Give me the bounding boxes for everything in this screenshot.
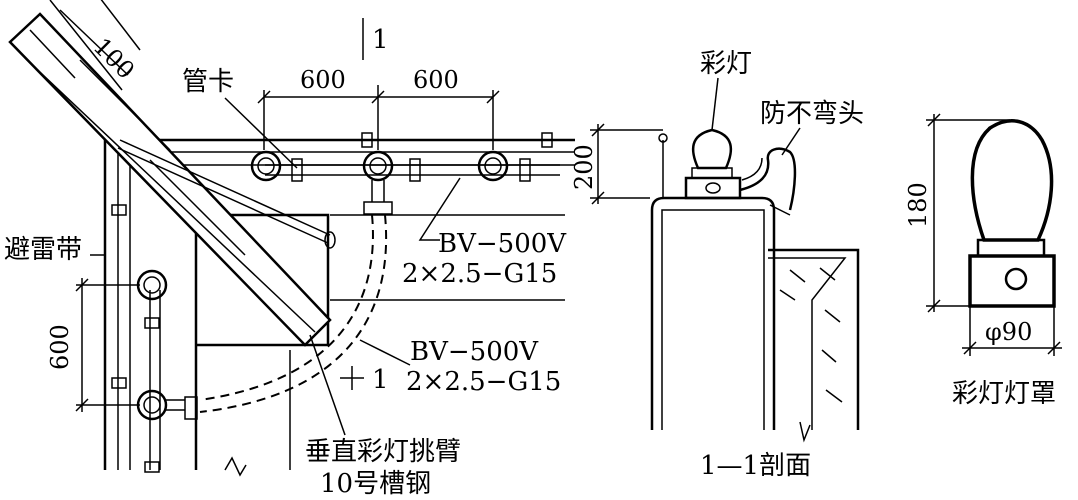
dim90-ticks <box>963 341 1061 355</box>
dim100-ext <box>49 0 141 91</box>
channel-outer <box>650 196 776 430</box>
lamp-socket-v2 <box>136 389 168 421</box>
cable-curve-1 <box>199 214 374 401</box>
dim-ext-h <box>263 85 494 150</box>
label-cable-bottom-2: 2×2.5−G15 <box>406 367 561 397</box>
leader-cable-top <box>418 177 461 241</box>
dim-ext-v <box>76 284 140 406</box>
plan-view: 100 600 600 1 600 避雷带 管卡 BV−500V 2×2.5−G… <box>4 0 575 499</box>
leader-elbow <box>781 127 801 156</box>
cover-title: 彩灯灯罩 <box>952 379 1056 409</box>
lamp-socket-h1 <box>250 150 282 182</box>
diagonal-brace <box>117 139 331 244</box>
brace-end <box>324 231 336 249</box>
label-lightning-belt: 避雷带 <box>4 235 82 265</box>
lamp-socket-v1 <box>136 269 168 301</box>
wall-hatch <box>779 267 843 403</box>
lamp-socket-h3 <box>477 150 509 182</box>
leader-pipe-clamp <box>224 97 298 169</box>
wall-outline <box>768 248 860 430</box>
section-title: 1—1剖面 <box>700 451 811 481</box>
lamp-bulb <box>691 128 733 170</box>
dim-600-left: 600 <box>300 66 346 94</box>
dim100-line <box>59 9 129 76</box>
lamp-socket-h2 <box>362 150 394 182</box>
section-view: 200 彩灯 防不弯头 1—1剖面 <box>570 49 864 481</box>
dim-ticks-v <box>75 278 89 412</box>
label-cable-top-2: 2×2.5−G15 <box>402 259 557 289</box>
dim180-ticks <box>927 113 941 313</box>
section-mark-mid: 1 <box>372 365 389 395</box>
dim200-ticks <box>591 123 605 205</box>
leader-cable-bottom <box>359 339 411 366</box>
channel-inner <box>661 209 765 430</box>
lamp-side <box>166 399 185 411</box>
dim-180: 180 <box>904 182 932 228</box>
dim180-ext <box>926 119 1010 307</box>
elbow-end <box>769 204 791 216</box>
wall-inner <box>768 257 847 430</box>
clamp-h-2 <box>409 158 421 182</box>
clamp-h-1 <box>291 158 303 182</box>
junction-box-top <box>363 201 393 215</box>
clamp-v-2 <box>111 377 127 389</box>
clamp-h-3 <box>519 158 531 182</box>
dim-diameter: φ90 <box>985 318 1032 346</box>
label-cable-bottom-1: BV−500V <box>410 337 539 367</box>
clamp-top-1 <box>361 132 373 148</box>
dim200-ext <box>590 129 663 199</box>
dim-600-vertical: 600 <box>46 324 74 370</box>
cover-hole <box>1004 267 1028 291</box>
lamp-base <box>684 176 742 200</box>
dim-ticks-h <box>257 90 500 104</box>
label-elbow: 防不弯头 <box>760 99 864 129</box>
leader-arm <box>309 334 346 436</box>
rod-tip <box>658 133 668 143</box>
clamp-v-3 <box>144 317 160 329</box>
section-cut-mid <box>340 366 364 390</box>
label-lamp: 彩灯 <box>700 49 752 79</box>
cover-base <box>968 254 1056 308</box>
dim-200: 200 <box>570 144 598 190</box>
break-mark <box>224 456 247 477</box>
cover-collar <box>976 238 1046 258</box>
elbow-inner <box>741 157 763 181</box>
lamp-neck <box>691 167 733 179</box>
clamp-v-4 <box>144 461 160 473</box>
label-arm-1: 垂直彩灯挑臂 <box>305 437 461 467</box>
label-arm-2: 10号槽钢 <box>320 469 431 499</box>
leader-lamp <box>711 77 719 131</box>
lamp-base-hole <box>705 182 721 194</box>
section-mark-top: 1 <box>372 25 389 55</box>
clamp-v-1 <box>111 204 127 216</box>
clamp-top-2 <box>541 132 553 148</box>
label-pipe-clamp: 管卡 <box>182 67 234 97</box>
lamp-drop <box>371 180 385 202</box>
channel-steel-arm <box>8 12 332 347</box>
elbow-pipe <box>739 147 797 211</box>
label-cable-top-1: BV−500V <box>438 229 567 259</box>
wall-break <box>799 421 811 443</box>
cover-view: 180 φ90 彩灯灯罩 <box>904 113 1062 409</box>
dim-600-right: 600 <box>413 66 459 94</box>
cable-curve-2 <box>199 214 388 413</box>
cover-bulb <box>970 119 1054 242</box>
column-block <box>194 213 330 470</box>
